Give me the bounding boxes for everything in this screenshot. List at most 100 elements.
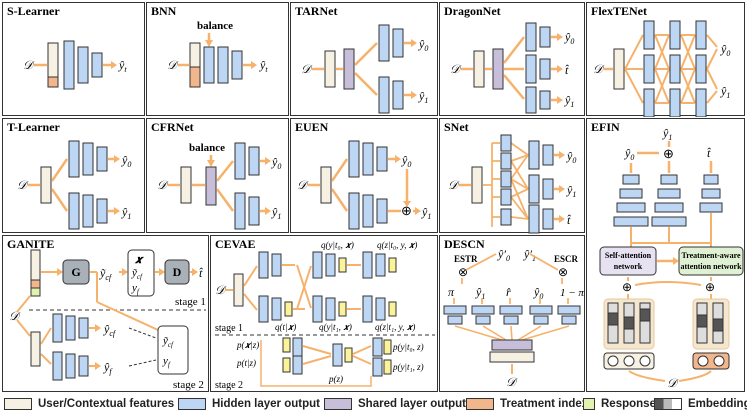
panel-dragonnet: DragonNet 𝒟 ŷ0 t̂ ŷ1 bbox=[439, 2, 585, 116]
q-label: q(y|t₁, 𝒙) bbox=[319, 322, 352, 332]
otimes-icon: ⊗ bbox=[458, 265, 468, 279]
p-label: p(t|z) bbox=[236, 358, 256, 368]
hidden-layer bbox=[78, 355, 89, 377]
shared-layer bbox=[343, 48, 355, 90]
panel-title: S-Learner bbox=[7, 4, 60, 18]
output-label-y1: ŷ1 bbox=[418, 89, 428, 105]
self-attention-label-2: network bbox=[614, 262, 643, 271]
latent-output bbox=[284, 301, 293, 317]
legend: User/Contextual features Hidden layer ou… bbox=[0, 394, 747, 412]
hidden-layer bbox=[78, 317, 89, 339]
shared-layer bbox=[205, 166, 217, 206]
treatment-index bbox=[30, 279, 41, 289]
legend-label: Hidden layer output bbox=[212, 398, 320, 410]
hidden-layer bbox=[96, 146, 108, 172]
bnn-diagram: balance 𝒟 ŷt bbox=[167, 20, 268, 88]
panel-euen: EUEN 𝒟 ŷ0 ⊕ ŷ1 bbox=[290, 118, 438, 233]
p-label: p(y|t₁, z) bbox=[392, 362, 424, 372]
hidden-layer bbox=[203, 46, 215, 84]
hidden-layer bbox=[500, 152, 512, 170]
latent-output bbox=[338, 257, 347, 273]
input-label: 𝒟 bbox=[17, 178, 29, 192]
hidden-layer bbox=[292, 337, 303, 357]
hidden-layer bbox=[292, 355, 303, 375]
hidden-layer bbox=[312, 251, 323, 279]
q-label: q(t|𝒙) bbox=[275, 322, 296, 332]
hidden-layer bbox=[348, 192, 360, 230]
input-label: 𝒟 bbox=[215, 283, 227, 297]
hidden-layer bbox=[660, 174, 678, 185]
p-label: p(z) bbox=[328, 374, 343, 384]
hidden-layer bbox=[557, 305, 581, 315]
hidden-layer bbox=[699, 202, 723, 213]
hidden-layer bbox=[362, 251, 373, 279]
discriminator-label: D bbox=[173, 265, 182, 279]
legend-item-hidden-layer: Hidden layer output bbox=[178, 397, 320, 411]
legend-swatch bbox=[324, 398, 352, 410]
output-label-t: t̂ bbox=[565, 63, 569, 77]
user-feature-layer bbox=[471, 166, 483, 204]
hidden-layer bbox=[643, 54, 655, 84]
hidden-layer bbox=[82, 194, 94, 228]
user-feature-layer bbox=[40, 166, 52, 204]
plus-icon: ⊕ bbox=[663, 146, 674, 161]
input-label: 𝒟 bbox=[301, 62, 313, 76]
plus-icon: ⊕ bbox=[622, 280, 632, 294]
latent-output bbox=[388, 257, 397, 273]
q-label: q(y|t₀, 𝒙) bbox=[321, 240, 354, 250]
gan-input-box bbox=[127, 249, 155, 297]
output-label: ŷt bbox=[259, 58, 268, 74]
t-label: t̂ bbox=[199, 266, 203, 280]
treatment-attn-label-2: attention network bbox=[680, 262, 742, 271]
input-label: 𝒟 bbox=[297, 178, 309, 192]
user-feature-layer bbox=[473, 50, 485, 88]
hidden-layer bbox=[378, 24, 390, 62]
shared-layer bbox=[491, 339, 533, 351]
hidden-layer bbox=[539, 26, 551, 48]
hidden-layer bbox=[695, 20, 707, 50]
output-label-y1: ŷ1 bbox=[271, 205, 281, 221]
s-learner-diagram: 𝒟 ŷt bbox=[23, 40, 127, 90]
hidden-layer bbox=[542, 144, 554, 166]
yf-label: yf bbox=[131, 282, 140, 296]
discriminator-block bbox=[164, 259, 190, 285]
panel-s-learner: S-Learner 𝒟 ŷt bbox=[2, 2, 145, 116]
output-label-y0: ŷ0 bbox=[418, 37, 428, 53]
hidden-layer bbox=[500, 170, 512, 188]
panel-title: DragonNet bbox=[444, 4, 501, 18]
latent-output bbox=[383, 359, 392, 375]
embedding-icon bbox=[654, 398, 682, 410]
y0-label: ŷ0 bbox=[533, 285, 543, 301]
ycf-label: ỹcf bbox=[131, 267, 143, 281]
generator-label: G bbox=[71, 265, 80, 279]
hidden-layer bbox=[525, 86, 537, 114]
user-feature-layer bbox=[489, 351, 535, 363]
generator-block bbox=[62, 259, 90, 285]
hidden-layer bbox=[542, 178, 554, 200]
panel-t-learner: T-Learner 𝒟 ŷ0 ŷ1 bbox=[2, 118, 145, 233]
hidden-layer bbox=[533, 315, 549, 325]
hidden-layer bbox=[471, 305, 495, 315]
panel-title: GANITE bbox=[7, 237, 55, 251]
output-label: ŷt bbox=[118, 58, 127, 74]
hidden-layer bbox=[500, 188, 512, 206]
panel-flextenet: FlexTENet 𝒟 ŷ0 ŷ1 bbox=[586, 2, 745, 117]
panel-snet: SNet 𝒟 ŷ0 bbox=[439, 118, 585, 234]
hidden-layer bbox=[77, 46, 89, 84]
hidden-layer bbox=[695, 88, 707, 117]
legend-item-shared-layer: Shared layer output bbox=[324, 397, 466, 411]
hidden-layer bbox=[651, 216, 687, 227]
euen-diagram: 𝒟 ŷ0 ⊕ ŷ1 bbox=[297, 140, 431, 230]
x-label: 𝒙 bbox=[134, 254, 145, 266]
legend-label: User/Contextual features bbox=[38, 398, 175, 410]
cfrnet-diagram: balance 𝒟 ŷ0 ŷ1 bbox=[157, 142, 281, 230]
hidden-layer bbox=[372, 357, 383, 377]
panel-tarnet: TARNet 𝒟 ŷ0 ŷ1 bbox=[290, 2, 438, 116]
plus-icon: ⊕ bbox=[401, 203, 412, 218]
latent-output bbox=[338, 301, 347, 317]
stage-2-label: stage 2 bbox=[173, 379, 204, 391]
panel-title: SNet bbox=[444, 120, 469, 134]
panel-title: CEVAE bbox=[215, 237, 256, 251]
hidden-layer bbox=[701, 188, 721, 199]
one-minus-pi-label: 1 − π bbox=[560, 287, 584, 299]
